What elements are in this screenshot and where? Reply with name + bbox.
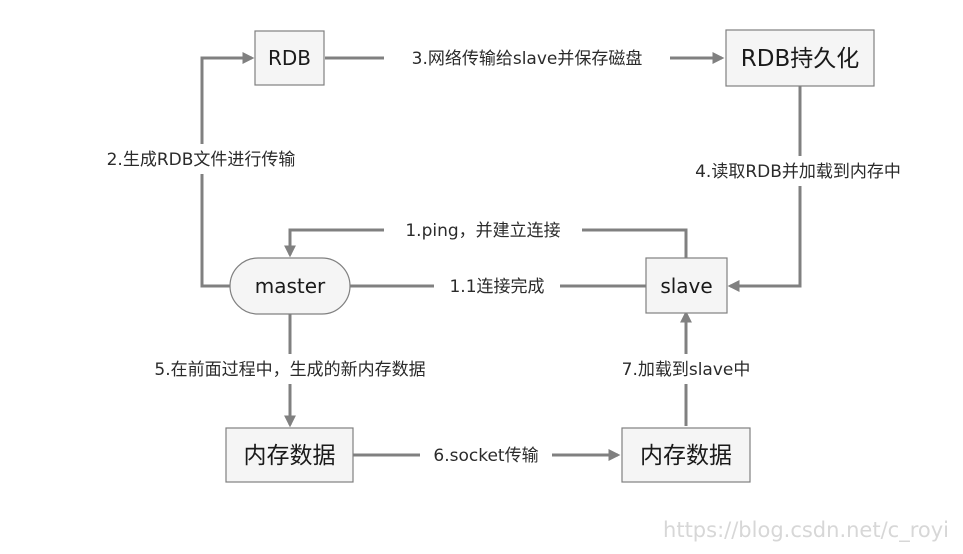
node-mem-master: 内存数据 bbox=[225, 427, 354, 483]
node-mem-master-label: 内存数据 bbox=[244, 443, 336, 469]
node-master-label: master bbox=[255, 274, 326, 298]
edge-label-1-1: 1.1连接完成 bbox=[449, 277, 544, 297]
node-rdb-persist: RDB持久化 bbox=[725, 29, 875, 87]
edge-label-2: 2.生成RDB文件进行传输 bbox=[107, 150, 296, 170]
edge-label-6: 6.socket传输 bbox=[433, 446, 538, 466]
node-mem-slave: 内存数据 bbox=[621, 427, 751, 483]
edge-label-5: 5.在前面过程中，生成的新内存数据 bbox=[154, 360, 425, 380]
watermark-text: https://blog.csdn.net/c_royi bbox=[663, 518, 949, 543]
node-slave: slave bbox=[645, 257, 728, 314]
node-master: master bbox=[229, 257, 351, 315]
node-mem-slave-label: 内存数据 bbox=[640, 443, 732, 469]
node-rdb-persist-label: RDB持久化 bbox=[741, 46, 859, 72]
edge-label-3: 3.网络传输给slave并保存磁盘 bbox=[412, 49, 643, 69]
node-rdb: RDB bbox=[254, 30, 325, 86]
edge-label-1: 1.ping，并建立连接 bbox=[405, 221, 560, 241]
node-rdb-label: RDB bbox=[268, 46, 311, 70]
edge-label-4: 4.读取RDB并加载到内存中 bbox=[695, 162, 901, 182]
edge-label-7: 7.加载到slave中 bbox=[622, 360, 751, 380]
edge-persist-to-slave bbox=[727, 86, 802, 292]
node-slave-label: slave bbox=[660, 274, 712, 298]
